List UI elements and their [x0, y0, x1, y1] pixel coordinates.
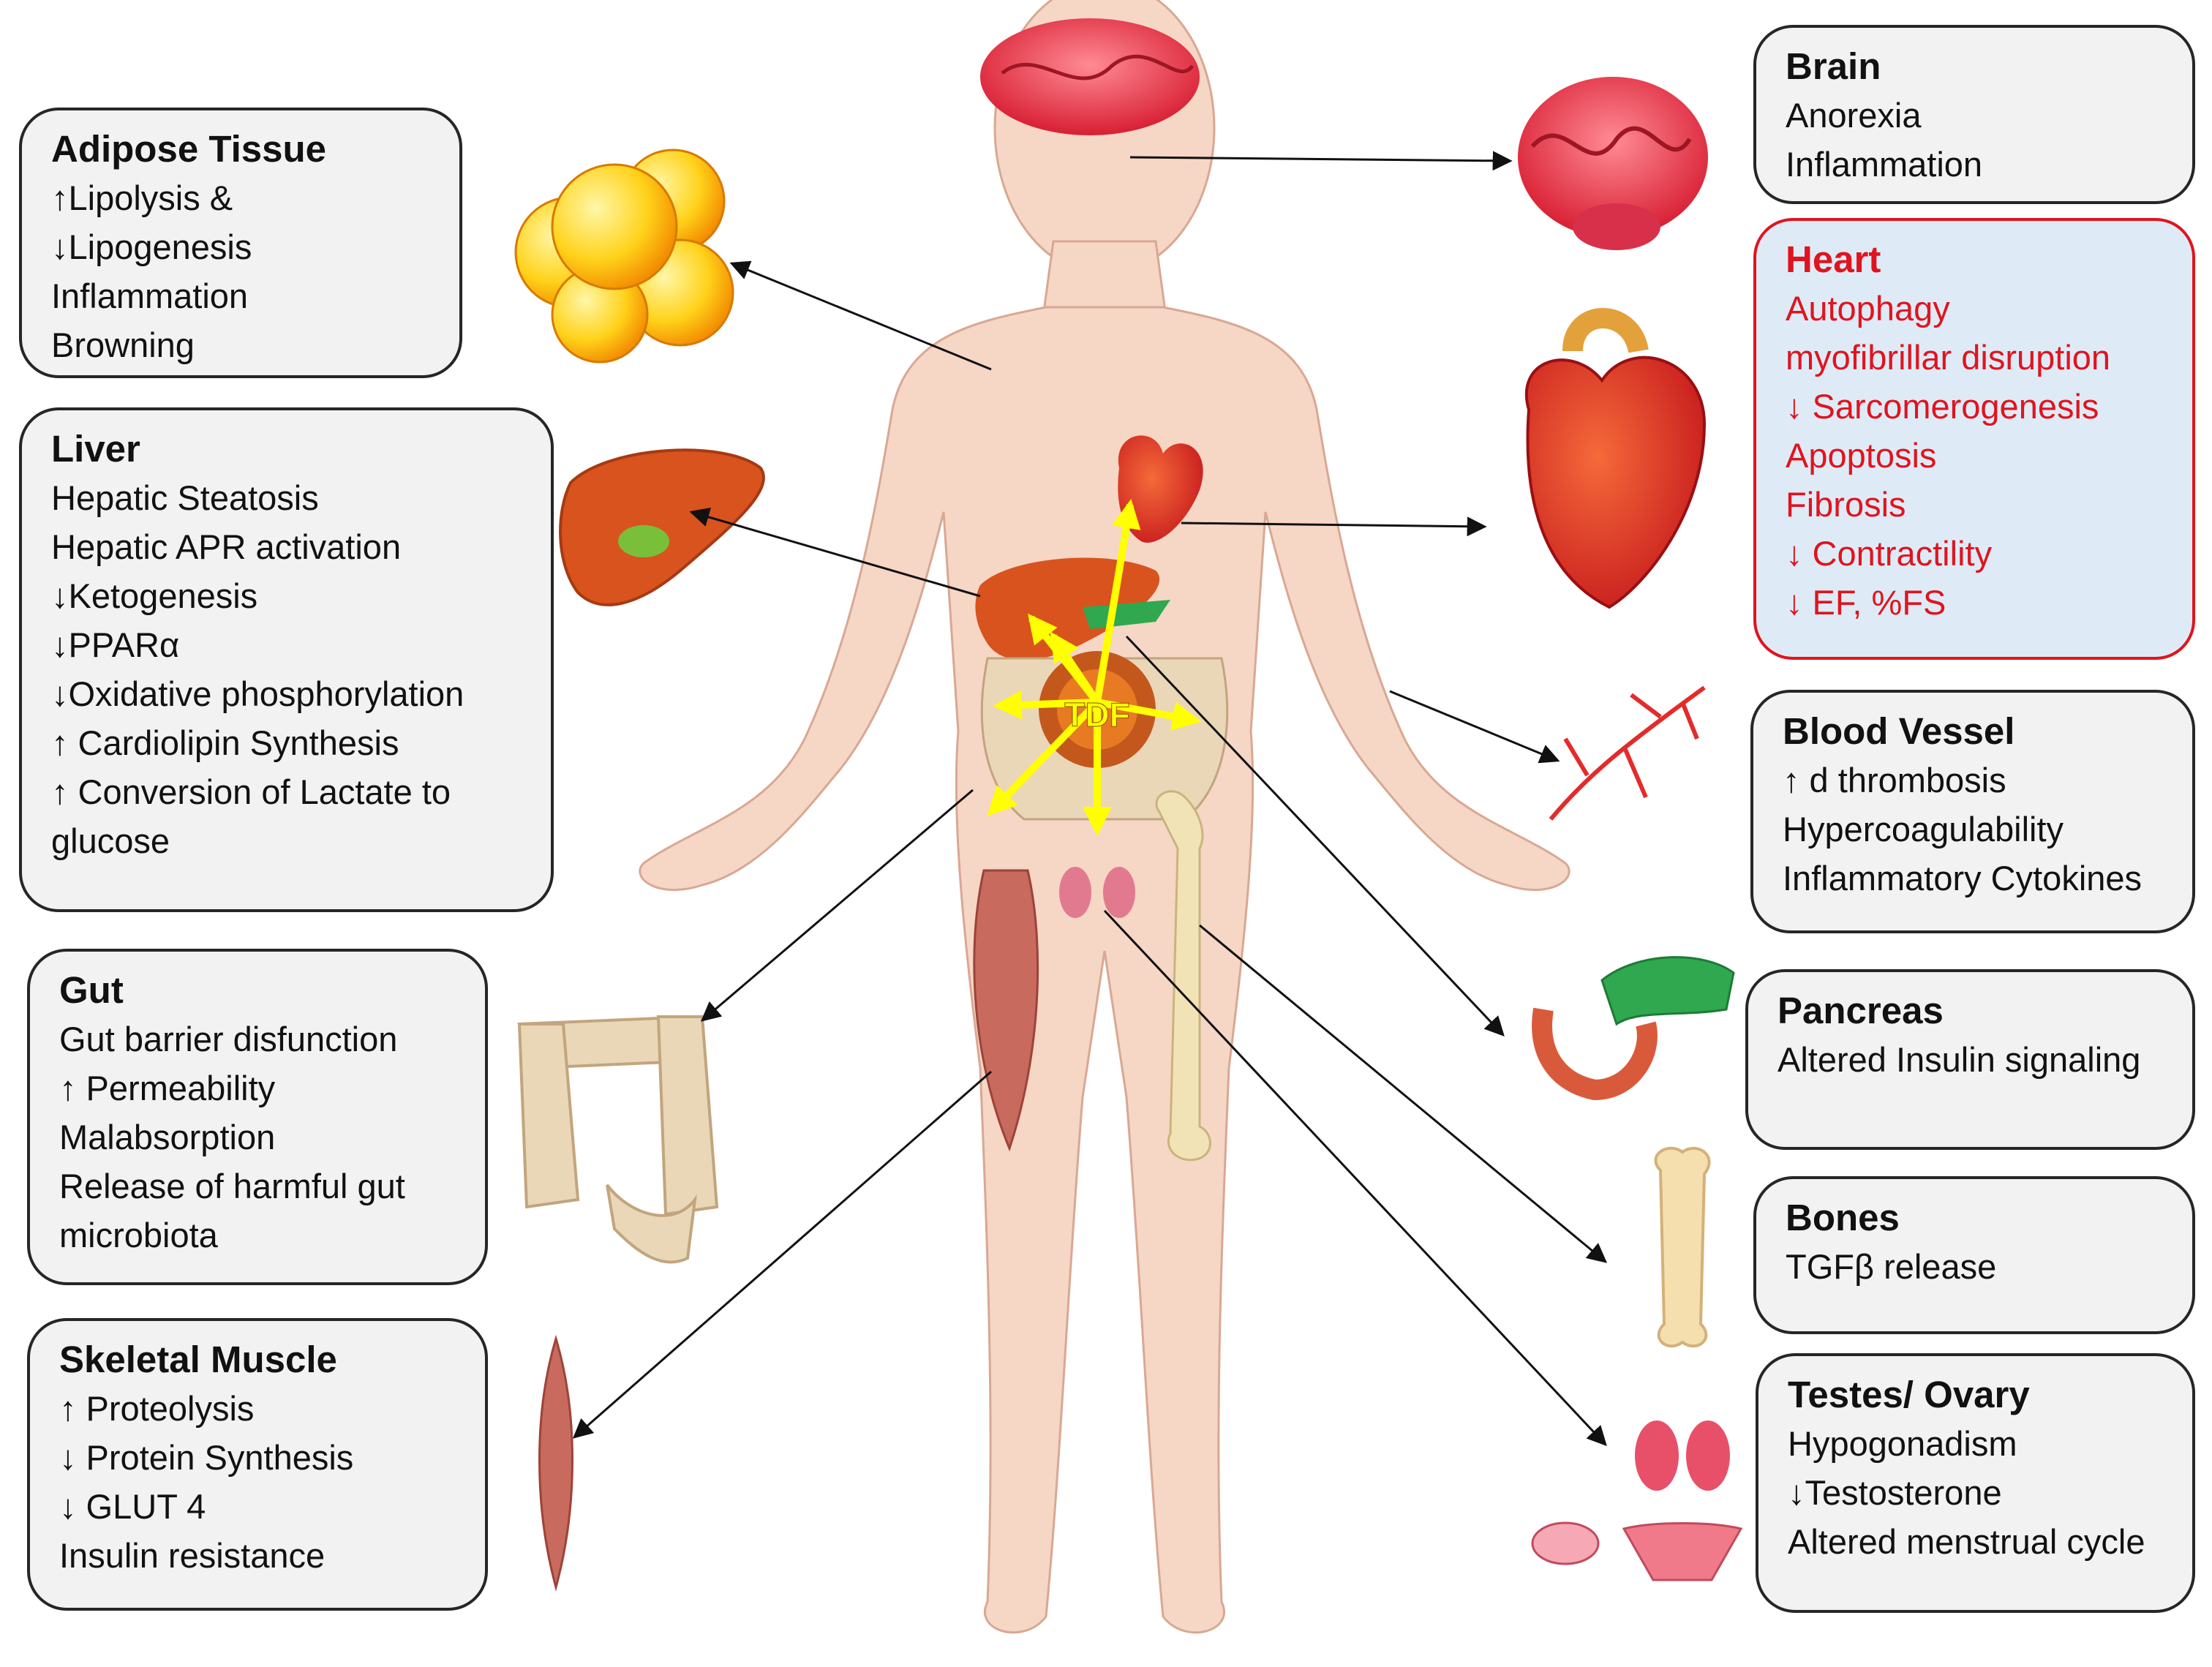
testes-ovary-box: Testes/ Ovary Hypogonadism ↓Testosterone…	[1756, 1353, 2195, 1613]
testes-ovary-line: ↓Testosterone	[1788, 1473, 2002, 1512]
liver-box: Liver Hepatic Steatosis Hepatic APR acti…	[19, 407, 554, 912]
body-brain-icon	[980, 18, 1200, 135]
blood-vessel-line: Inflammatory Cytokines	[1783, 859, 2143, 898]
fat-cells-icon	[514, 148, 734, 364]
heart-box: Heart Autophagy myofibrillar disruption …	[1753, 218, 2195, 660]
heart-line: Autophagy	[1786, 289, 1950, 328]
heart-title: Heart	[1786, 238, 1881, 280]
body-bone-icon	[1155, 790, 1211, 1162]
adipose-line: Inflammation	[51, 276, 249, 315]
adipose-line: Browning	[51, 326, 195, 364]
signal-arrows	[987, 499, 1202, 836]
center-label: TDF	[1064, 696, 1129, 734]
heart-line: Fibrosis	[1786, 485, 1906, 524]
adipose-line: ↓Lipogenesis	[51, 227, 252, 266]
gut-line: Malabsorption	[59, 1118, 276, 1156]
liver-line: ↓Oxidative phosphorylation	[51, 674, 464, 713]
blood-vessel-icon	[1549, 685, 1706, 821]
liver-title: Liver	[51, 428, 140, 470]
gut-line: ↑ Permeability	[59, 1069, 276, 1107]
heart-icon	[1525, 308, 1707, 609]
gut-line: Gut barrier disfunction	[59, 1020, 398, 1058]
liver-line: Hepatic Steatosis	[51, 478, 319, 517]
skeletal-muscle-line: ↓ GLUT 4	[59, 1487, 206, 1526]
blood-vessel-box: Blood Vessel ↑ d thrombosis Hypercoagula…	[1750, 690, 2195, 933]
pancreas-box: Pancreas Altered Insulin signaling	[1745, 969, 2195, 1150]
liver-line: ↑ Cardiolipin Synthesis	[51, 723, 399, 762]
brain-box: Brain Anorexia Inflammation	[1753, 25, 2195, 204]
liver-line: ↑ Conversion of Lactate to	[51, 772, 451, 811]
gut-title: Gut	[59, 969, 124, 1011]
pancreas-line: Altered Insulin signaling	[1778, 1040, 2141, 1079]
brain-icon	[1518, 77, 1708, 250]
adipose-title: Adipose Tissue	[51, 128, 327, 170]
bones-title: Bones	[1786, 1197, 1900, 1238]
colon-icon	[517, 1015, 719, 1264]
skeletal-muscle-line: ↑ Proteolysis	[59, 1389, 255, 1428]
skeletal-muscle-box: Skeletal Muscle ↑ Proteolysis ↓ Protein …	[27, 1318, 488, 1611]
brain-line: Anorexia	[1786, 96, 1922, 135]
skeletal-muscle-line: Insulin resistance	[59, 1536, 326, 1575]
pancreas-icon	[1532, 956, 1735, 1101]
adipose-line: ↑Lipolysis &	[51, 178, 233, 217]
blood-vessel-line: Hypercoagulability	[1783, 810, 2064, 848]
liver-icon	[559, 448, 765, 606]
brain-title: Brain	[1786, 45, 1881, 87]
pancreas-title: Pancreas	[1778, 990, 1944, 1031]
connector-arrows	[572, 151, 1608, 1446]
brain-line: Inflammation	[1786, 145, 1983, 184]
heart-line: ↓ EF, %FS	[1786, 583, 1946, 622]
skeletal-muscle-line: ↓ Protein Synthesis	[59, 1438, 354, 1477]
bone-icon	[1654, 1146, 1711, 1348]
testes-ovary-line: Hypogonadism	[1788, 1424, 2017, 1463]
testes-ovary-title: Testes/ Ovary	[1788, 1374, 2030, 1415]
heart-line: myofibrillar disruption	[1786, 338, 2111, 377]
bones-box: Bones TGFβ release	[1753, 1176, 2195, 1334]
liver-line: ↓Ketogenesis	[51, 576, 258, 615]
skeletal-muscle-title: Skeletal Muscle	[59, 1339, 337, 1380]
testes-icon	[1635, 1420, 1730, 1491]
testes-ovary-line: Altered menstrual cycle	[1788, 1522, 2145, 1561]
blood-vessel-line: ↑ d thrombosis	[1783, 761, 2006, 799]
muscle-icon	[538, 1334, 573, 1592]
heart-line: Apoptosis	[1786, 436, 1937, 475]
liver-line: glucose	[51, 821, 170, 860]
liver-line: ↓PPARα	[51, 625, 180, 664]
blood-vessel-title: Blood Vessel	[1783, 710, 2015, 752]
adipose-box: Adipose Tissue ↑Lipolysis & ↓Lipogenesis…	[19, 108, 462, 378]
gut-line: microbiota	[59, 1216, 218, 1254]
body-testes-icon	[1059, 867, 1135, 918]
heart-line: ↓ Sarcomerogenesis	[1786, 387, 2099, 426]
heart-line: ↓ Contractility	[1786, 534, 1993, 573]
gut-line: Release of harmful gut	[59, 1167, 405, 1205]
gut-box: Gut Gut barrier disfunction ↑ Permeabili…	[27, 949, 488, 1285]
bones-line: TGFβ release	[1786, 1247, 1997, 1286]
liver-line: Hepatic APR activation	[51, 527, 402, 566]
body-muscle-icon	[973, 869, 1039, 1152]
